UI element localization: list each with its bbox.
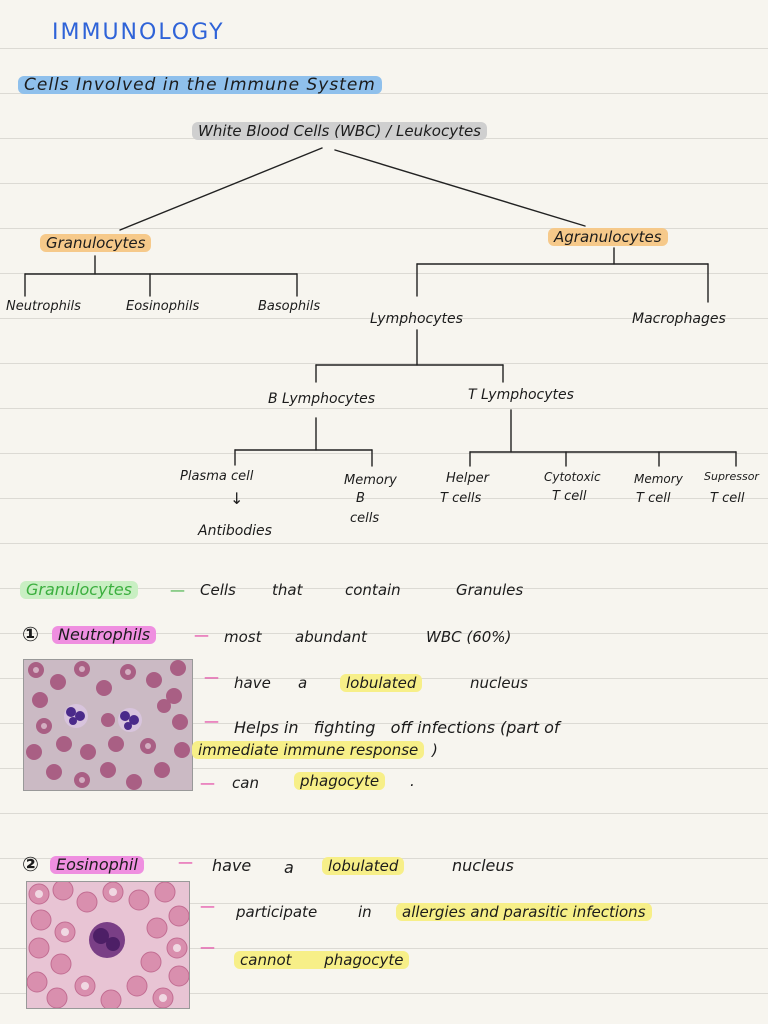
plasma-cell-node: Plasma cell — [180, 468, 253, 486]
granulocytes-term: Granulocytes — [20, 581, 138, 599]
eosinophil-microscope-image — [26, 881, 190, 1009]
neutrophils-bullet-1-dash: — — [204, 668, 219, 686]
eosinophils-node: Eosinophils — [126, 298, 199, 316]
memory-b-cells-line1: Memory — [344, 472, 397, 490]
neutrophil-microscope-image — [23, 659, 193, 791]
neutrophils-b1-word-a: a — [298, 674, 307, 692]
cytotoxic-t-cell-line2: T cell — [552, 488, 586, 506]
eosinophil-dash: — — [178, 853, 193, 871]
memory-t-cell-line1: Memory — [634, 470, 683, 488]
neutrophils-wbc-percent: WBC (60%) — [426, 628, 511, 646]
macrophages-node: Macrophages — [632, 310, 726, 328]
definition-word-granules: Granules — [456, 581, 523, 599]
neutrophils-word-most: most — [224, 628, 262, 646]
granulocytes-node: Granulocytes — [40, 234, 151, 252]
memory-b-cells-line3: cells — [350, 510, 379, 528]
suppressor-t-cell-line1: Supressor — [704, 468, 759, 486]
eosinophil-b2-word-in: in — [358, 903, 372, 921]
neutrophils-immediate-response: immediate immune response — [192, 741, 424, 759]
neutrophils-heading: Neutrophils — [52, 626, 156, 644]
t-lymphocytes-node: T Lymphocytes — [468, 386, 574, 404]
definition-word-cells: Cells — [200, 581, 236, 599]
eosinophil-cannot-phagocyte: cannot phagocyte — [234, 951, 409, 969]
number-two-icon: ② — [22, 853, 39, 875]
neutrophils-bullet-2-dash: — — [204, 712, 219, 730]
neutrophils-b3-word-can: can — [232, 774, 259, 792]
eosinophil-lobulated: lobulated — [322, 857, 404, 875]
definition-dash: — — [170, 581, 185, 599]
neutrophils-b1-word-nucleus: nucleus — [470, 674, 528, 692]
neutrophils-dash: — — [194, 626, 209, 644]
neutrophils-b1-word-have: have — [234, 674, 271, 692]
memory-b-cells-line2: B — [356, 490, 365, 508]
neutrophils-node: Neutrophils — [6, 298, 81, 316]
b-lymphocytes-node: B Lymphocytes — [268, 390, 375, 408]
memory-t-cell-line2: T cell — [636, 490, 670, 508]
arrow-down-icon: ↓ — [230, 490, 243, 508]
number-one-icon: ① — [22, 623, 39, 645]
page-title: IMMUNOLOGY — [52, 24, 225, 42]
cytotoxic-t-cell-line1: Cytotoxic — [544, 468, 601, 486]
agranulocytes-node: Agranulocytes — [548, 228, 668, 246]
neutrophils-lobulated: lobulated — [340, 674, 422, 692]
antibodies-node: Antibodies — [198, 522, 272, 540]
helper-t-cells-line2: T cells — [440, 490, 481, 508]
eosinophil-heading: Eosinophil — [50, 856, 144, 874]
basophils-node: Basophils — [258, 298, 320, 316]
eosinophil-b1-word-a: a — [284, 859, 294, 877]
neutrophils-b2-line1: Helps in fighting off infections (part o… — [234, 719, 560, 737]
section-heading: Cells Involved in the Immune System — [18, 76, 382, 94]
neutrophils-bullet-3-dash: — — [200, 774, 215, 792]
neutrophils-b2-close-paren: ) — [432, 741, 438, 759]
tree-root-wbc: White Blood Cells (WBC) / Leukocytes — [192, 122, 487, 140]
eosinophil-allergies-infections: allergies and parasitic infections — [396, 903, 652, 921]
helper-t-cells-line1: Helper — [446, 470, 489, 488]
suppressor-t-cell-line2: T cell — [710, 490, 744, 508]
lymphocytes-node: Lymphocytes — [370, 310, 463, 328]
eosinophil-bullet-2-dash: — — [200, 938, 215, 956]
neutrophils-word-abundant: abundant — [295, 628, 367, 646]
eosinophil-bullet-1-dash: — — [200, 897, 215, 915]
eosinophil-b1-word-have: have — [212, 857, 251, 875]
eosinophil-b1-word-nucleus: nucleus — [452, 857, 514, 875]
neutrophils-b3-period: . — [410, 772, 415, 790]
definition-word-that: that — [272, 581, 302, 599]
definition-word-contain: contain — [345, 581, 401, 599]
eosinophil-b2-word-participate: participate — [236, 903, 317, 921]
neutrophils-phagocyte: phagocyte — [294, 772, 385, 790]
